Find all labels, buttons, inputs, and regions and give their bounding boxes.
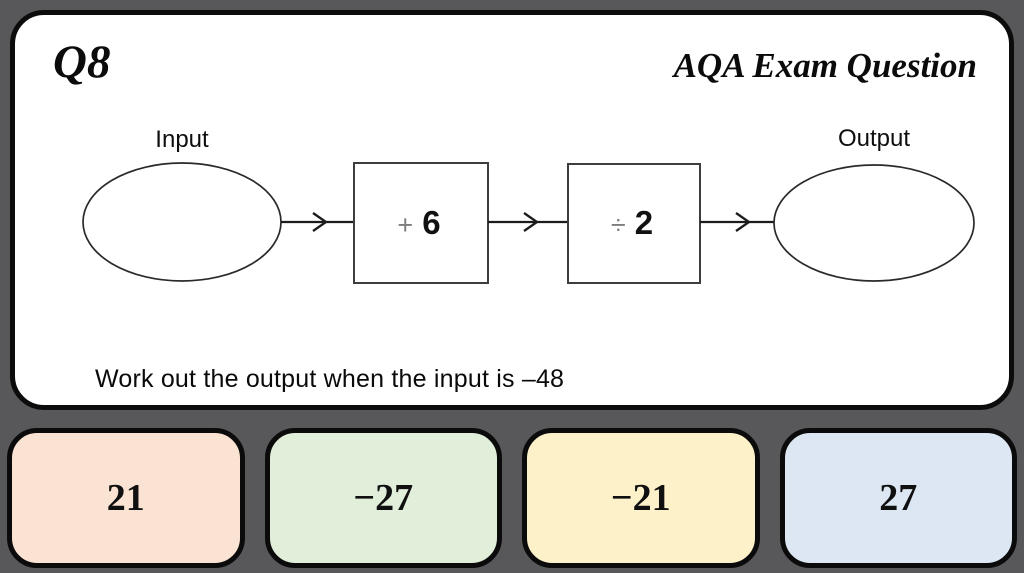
answer-button-3[interactable]: −21 xyxy=(522,428,760,568)
answer-button-1[interactable]: 21 xyxy=(7,428,245,568)
answer-button-4[interactable]: 27 xyxy=(779,428,1017,568)
question-number: Q8 xyxy=(53,36,111,88)
question-card: Q8 AQA Exam Question Work out the output… xyxy=(10,10,1014,410)
exam-source-label: AQA Exam Question xyxy=(673,46,977,85)
answer-button-2[interactable]: −27 xyxy=(264,428,502,568)
question-prompt: Work out the output when the input is –4… xyxy=(95,365,565,393)
answer-options-row: 21 −27 −21 27 xyxy=(7,428,1017,568)
